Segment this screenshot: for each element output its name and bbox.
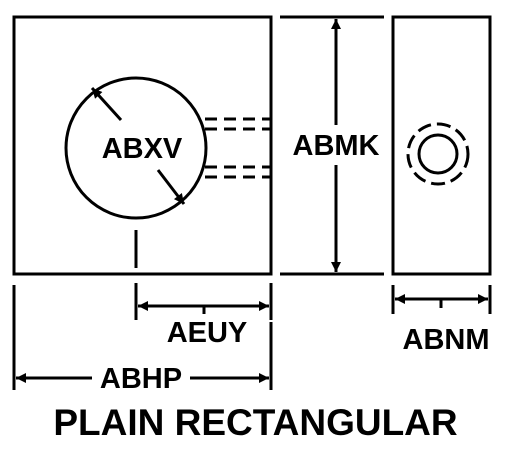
height-dimension: ABMK — [280, 15, 384, 276]
width-label: ABHP — [100, 363, 182, 395]
hidden-bore-lines — [205, 117, 271, 179]
hole-diameter-label: ABXV — [102, 133, 183, 165]
side-hole-inner — [417, 133, 459, 175]
thickness-label: ABNM — [403, 324, 490, 356]
width-dimension: ABHP — [12, 285, 273, 395]
height-label: ABMK — [293, 130, 380, 162]
hole-diameter-arrow-lower — [156, 169, 186, 205]
side-hole-outer-dashed — [406, 122, 470, 186]
diagram-title: PLAIN RECTANGULAR — [53, 402, 458, 443]
hole-diameter-arrow-upper — [90, 86, 123, 122]
side-view — [391, 15, 492, 276]
side-view-outline — [391, 15, 492, 276]
hole-offset-label: AEUY — [167, 317, 248, 349]
front-view: ABXV — [12, 15, 273, 276]
front-view-outline — [12, 15, 273, 276]
hole-circle — [64, 76, 208, 220]
thickness-dimension: ABNM — [391, 285, 492, 356]
hole-offset-dimension: AEUY — [134, 283, 273, 349]
